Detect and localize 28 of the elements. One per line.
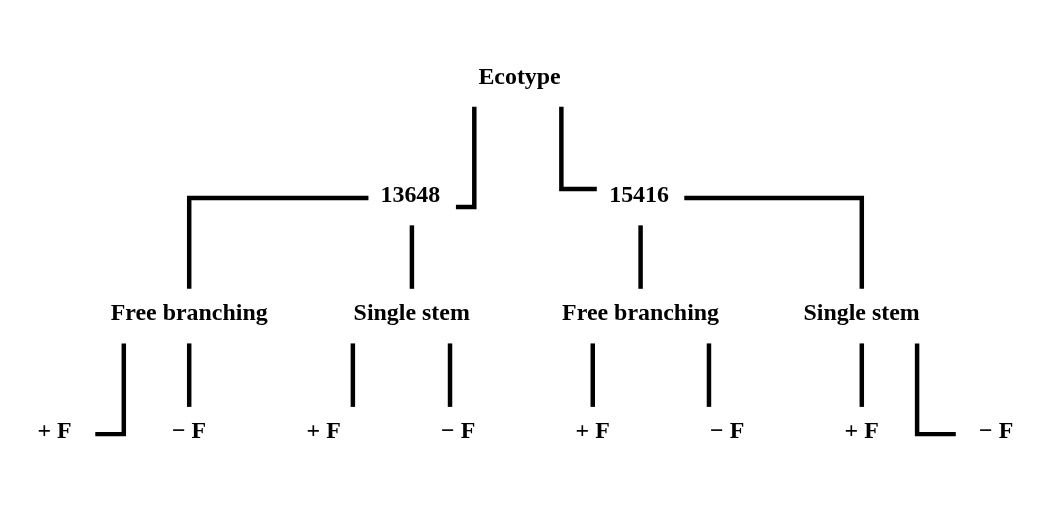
node-text: Ecotype [478, 63, 561, 90]
node-text: Single stem [353, 299, 470, 326]
connector [350, 343, 356, 407]
node-text: 13648 [380, 181, 441, 208]
node-text: − F [710, 417, 745, 444]
node-text: − F [979, 417, 1014, 444]
node-text: 15416 [609, 181, 669, 208]
connector [590, 343, 595, 407]
connector [95, 343, 127, 437]
connector [859, 343, 865, 407]
node-text: − F [172, 417, 207, 444]
node-text: Free branching [562, 299, 720, 326]
connector [409, 225, 415, 289]
node-text: Free branching [110, 299, 268, 326]
connector [684, 195, 865, 289]
node-text: + F [306, 417, 341, 444]
node-text: + F [37, 417, 72, 444]
connector [186, 195, 369, 289]
node-text: + F [575, 417, 610, 444]
connector [706, 343, 712, 407]
node-text: + F [844, 417, 879, 444]
connector [914, 343, 956, 437]
node-text: Single stem [803, 299, 920, 326]
connector [638, 225, 643, 289]
connector [447, 343, 453, 407]
connector [186, 343, 192, 407]
node-text: − F [441, 417, 476, 444]
connector [559, 106, 597, 192]
